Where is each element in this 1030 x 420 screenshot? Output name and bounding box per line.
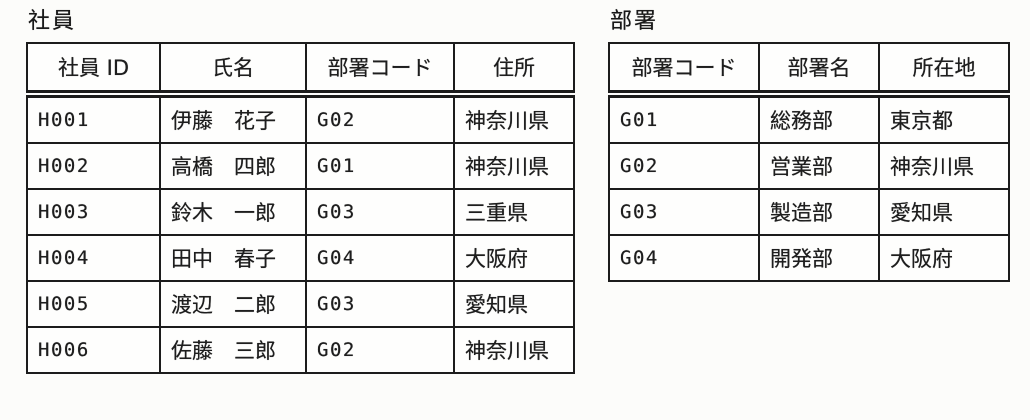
table-cell: H003 (26, 188, 161, 236)
table-cell: 東京都 (878, 93, 1010, 144)
table-cell: H002 (26, 142, 161, 190)
table-cell: 渡辺 二郎 (159, 280, 307, 328)
table-cell: 製造部 (758, 188, 880, 236)
table-cell: 総務部 (758, 93, 880, 144)
employee-table-title: 社員 (28, 9, 77, 34)
column-header: 社員 ID (26, 42, 161, 98)
table-cell: G04 (305, 234, 455, 282)
table-cell: G01 (608, 93, 760, 144)
header-row: 部署コード部署名所在地 (608, 42, 1010, 98)
department-table-title: 部署 (610, 9, 659, 34)
table-cell: 神奈川県 (453, 326, 575, 374)
column-header: 部署コード (305, 42, 455, 98)
table-cell: G04 (608, 234, 760, 282)
table-cell: 大阪府 (878, 234, 1010, 282)
table-cell: 愛知県 (878, 188, 1010, 236)
table-cell: H005 (26, 280, 161, 328)
column-header: 部署コード (608, 42, 760, 98)
table-cell: 神奈川県 (453, 93, 575, 144)
table-cell: 愛知県 (453, 280, 575, 328)
table-cell: H004 (26, 234, 161, 282)
table-cell: G02 (305, 326, 455, 374)
table-cell: 鈴木 一郎 (159, 188, 307, 236)
table-cell: 営業部 (758, 142, 880, 190)
table-cell: 開発部 (758, 234, 880, 282)
column-header: 部署名 (758, 42, 880, 98)
table-cell: 神奈川県 (453, 142, 575, 190)
table-cell: 高橋 四郎 (159, 142, 307, 190)
column-header: 所在地 (878, 42, 1010, 98)
column-header: 氏名 (159, 42, 307, 98)
table-cell: G02 (608, 142, 760, 190)
table-cell: 三重県 (453, 188, 575, 236)
table-cell: G01 (305, 142, 455, 190)
table-cell: G03 (608, 188, 760, 236)
table-cell: H001 (26, 93, 161, 144)
table-cell: 佐藤 三郎 (159, 326, 307, 374)
table-cell: 大阪府 (453, 234, 575, 282)
table-cell: G03 (305, 280, 455, 328)
table-cell: G02 (305, 93, 455, 144)
table-cell: H006 (26, 326, 161, 374)
table-cell: 神奈川県 (878, 142, 1010, 190)
table-cell: 伊藤 花子 (159, 93, 307, 144)
column-header: 住所 (453, 42, 575, 98)
table-cell: 田中 春子 (159, 234, 307, 282)
table-cell: G03 (305, 188, 455, 236)
